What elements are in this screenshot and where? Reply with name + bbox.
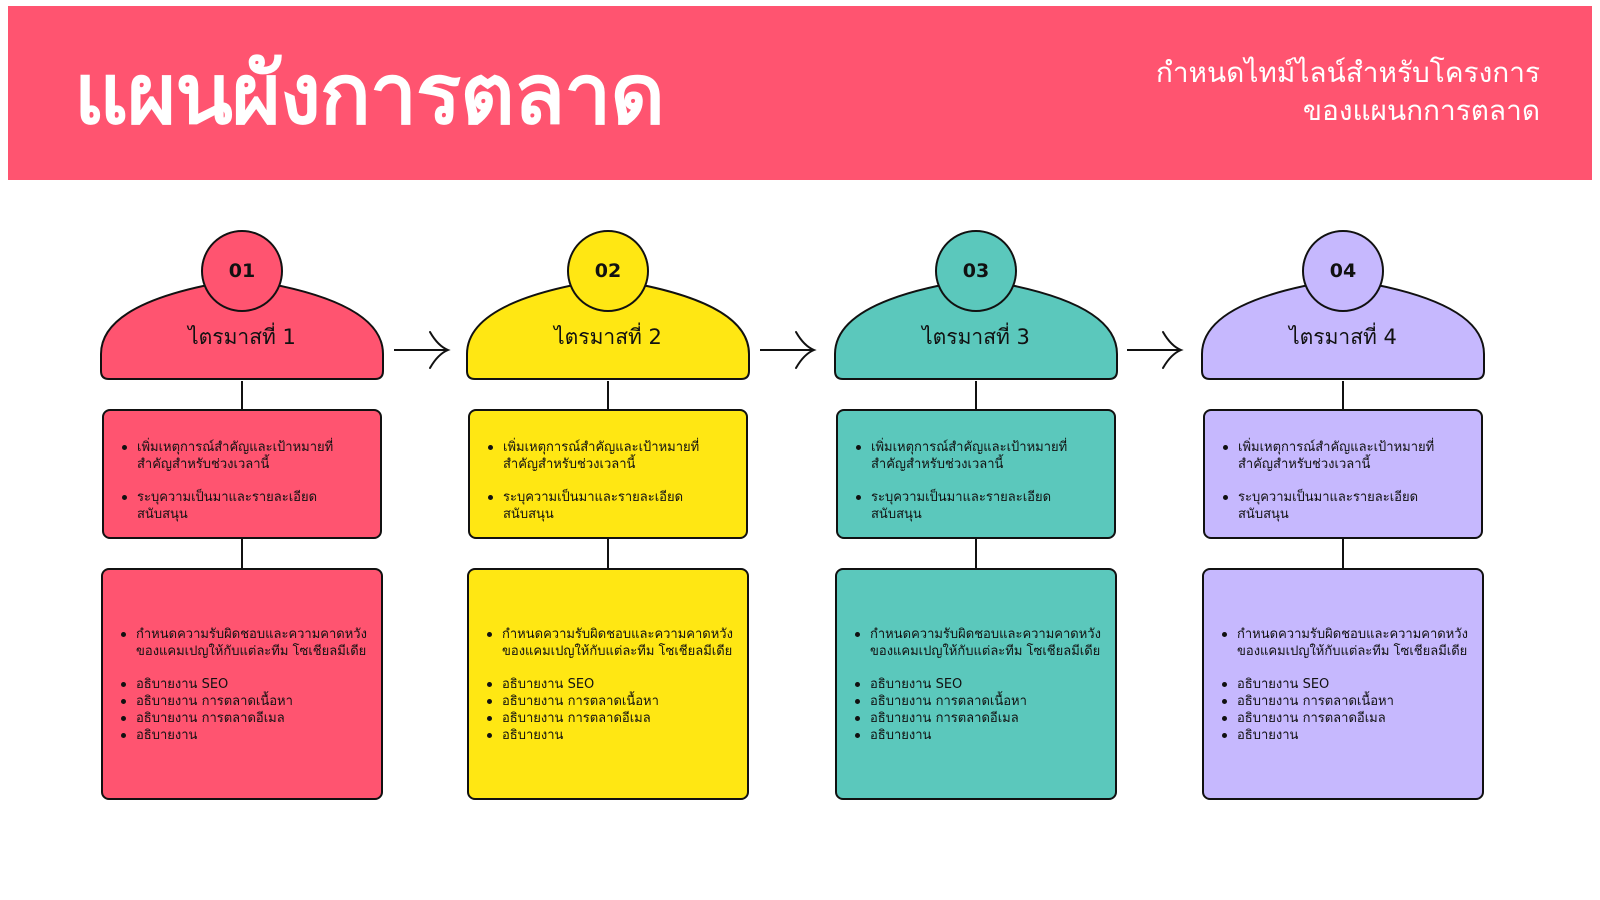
subtitle-line-1: กำหนดไทม์ไลน์สำหรับโครงการ [1155, 56, 1540, 89]
milestone-item: ระบุความเป็นมาและรายละเอียดสนับสนุน [488, 489, 732, 523]
connector-line [975, 539, 977, 568]
connector-line [241, 381, 243, 409]
responsibilities-list: กำหนดความรับผิดชอบและความคาดหวังของแคมเป… [487, 626, 735, 744]
task-item: อธิบายงาน [855, 727, 1103, 744]
connector-line [607, 381, 609, 409]
quarter-column-3: 03 ไตรมาสที่ 3 เพิ่มเหตุการณ์สำคัญและเป้… [834, 228, 1118, 802]
task-item: อธิบายงาน SEO [1222, 676, 1470, 693]
number-circle [567, 230, 649, 312]
milestone-item: ระบุความเป็นมาและรายละเอียดสนับสนุน [856, 489, 1100, 523]
arrow-right-icon [1127, 331, 1184, 369]
connector-line [241, 539, 243, 568]
task-item: อธิบายงาน [121, 727, 369, 744]
milestones-list: เพิ่มเหตุการณ์สำคัญและเป้าหมายที่สำคัญสำ… [488, 439, 732, 523]
responsibility-main-item: กำหนดความรับผิดชอบและความคาดหวังของแคมเป… [487, 626, 735, 660]
number-circle [935, 230, 1017, 312]
number-circle [201, 230, 283, 312]
responsibilities-box: กำหนดความรับผิดชอบและความคาดหวังของแคมเป… [1202, 568, 1484, 800]
arrow-right-icon [394, 331, 451, 369]
quarter-number: 01 [228, 260, 256, 282]
task-item: อธิบายงาน SEO [855, 676, 1103, 693]
connector-line [1342, 539, 1344, 568]
milestone-item: เพิ่มเหตุการณ์สำคัญและเป้าหมายที่สำคัญสำ… [1223, 439, 1467, 473]
quarter-dome-shape [834, 230, 1118, 380]
connector-line [1342, 381, 1344, 409]
connector-line [975, 381, 977, 409]
task-item: อธิบายงาน SEO [121, 676, 369, 693]
subtitle-line-2: ของแผนกการตลาด [1302, 94, 1540, 127]
quarter-title: ไตรมาสที่ 4 [1289, 325, 1397, 349]
dome-fill [100, 277, 384, 380]
task-item: อธิบายงาน การตลาดเนื้อหา [487, 693, 735, 710]
milestones-box: เพิ่มเหตุการณ์สำคัญและเป้าหมายที่สำคัญสำ… [102, 409, 382, 539]
responsibilities-box: กำหนดความรับผิดชอบและความคาดหวังของแคมเป… [101, 568, 383, 800]
dome-fill [1201, 277, 1485, 380]
quarter-dome-shape [100, 230, 384, 380]
quarter-dome-shape [466, 230, 750, 380]
task-item: อธิบายงาน [1222, 727, 1470, 744]
responsibilities-box: กำหนดความรับผิดชอบและความคาดหวังของแคมเป… [467, 568, 749, 800]
responsibilities-list: กำหนดความรับผิดชอบและความคาดหวังของแคมเป… [1222, 626, 1470, 744]
quarter-number: 02 [594, 260, 622, 282]
milestones-list: เพิ่มเหตุการณ์สำคัญและเป้าหมายที่สำคัญสำ… [122, 439, 366, 523]
responsibility-main-item: กำหนดความรับผิดชอบและความคาดหวังของแคมเป… [121, 626, 369, 660]
responsibilities-box: กำหนดความรับผิดชอบและความคาดหวังของแคมเป… [835, 568, 1117, 800]
milestone-item: เพิ่มเหตุการณ์สำคัญและเป้าหมายที่สำคัญสำ… [488, 439, 732, 473]
header-banner: แผนผังการตลาด กำหนดไทม์ไลน์สำหรับโครงการ… [8, 6, 1592, 180]
quarter-column-4: 04 ไตรมาสที่ 4 เพิ่มเหตุการณ์สำคัญและเป้… [1201, 228, 1485, 802]
number-circle [1302, 230, 1384, 312]
milestones-box: เพิ่มเหตุการณ์สำคัญและเป้าหมายที่สำคัญสำ… [836, 409, 1116, 539]
milestones-box: เพิ่มเหตุการณ์สำคัญและเป้าหมายที่สำคัญสำ… [1203, 409, 1483, 539]
dome-fill [834, 277, 1118, 380]
task-item: อธิบายงาน การตลาดเนื้อหา [855, 693, 1103, 710]
page-title: แผนผังการตลาด [74, 45, 665, 143]
task-item: อธิบายงาน การตลาดอีเมล [1222, 710, 1470, 727]
task-item: อธิบายงาน การตลาดอีเมล [487, 710, 735, 727]
milestone-item: เพิ่มเหตุการณ์สำคัญและเป้าหมายที่สำคัญสำ… [122, 439, 366, 473]
milestone-item: เพิ่มเหตุการณ์สำคัญและเป้าหมายที่สำคัญสำ… [856, 439, 1100, 473]
responsibility-main-item: กำหนดความรับผิดชอบและความคาดหวังของแคมเป… [855, 626, 1103, 660]
responsibilities-list: กำหนดความรับผิดชอบและความคาดหวังของแคมเป… [121, 626, 369, 744]
milestone-item: ระบุความเป็นมาและรายละเอียดสนับสนุน [122, 489, 366, 523]
quarter-dome-shape [1201, 230, 1485, 380]
task-item: อธิบายงาน การตลาดอีเมล [121, 710, 369, 727]
responsibility-main-item: กำหนดความรับผิดชอบและความคาดหวังของแคมเป… [1222, 626, 1470, 660]
quarter-number: 04 [1329, 260, 1357, 282]
milestone-item: ระบุความเป็นมาและรายละเอียดสนับสนุน [1223, 489, 1467, 523]
task-item: อธิบายงาน SEO [487, 676, 735, 693]
connector-line [607, 539, 609, 568]
task-item: อธิบายงาน การตลาดอีเมล [855, 710, 1103, 727]
responsibilities-list: กำหนดความรับผิดชอบและความคาดหวังของแคมเป… [855, 626, 1103, 744]
task-item: อธิบายงาน การตลาดเนื้อหา [121, 693, 369, 710]
quarter-number: 03 [962, 260, 990, 282]
page-subtitle: กำหนดไทม์ไลน์สำหรับโครงการ ของแผนกการตลา… [980, 54, 1540, 130]
milestones-list: เพิ่มเหตุการณ์สำคัญและเป้าหมายที่สำคัญสำ… [856, 439, 1100, 523]
quarter-title: ไตรมาสที่ 2 [554, 325, 662, 349]
quarter-title: ไตรมาสที่ 3 [922, 325, 1030, 349]
task-item: อธิบายงาน [487, 727, 735, 744]
dome-fill [466, 277, 750, 380]
quarter-column-1: 01 ไตรมาสที่ 1 เพิ่มเหตุการณ์สำคัญและเป้… [100, 228, 384, 802]
quarter-title: ไตรมาสที่ 1 [188, 325, 296, 349]
milestones-box: เพิ่มเหตุการณ์สำคัญและเป้าหมายที่สำคัญสำ… [468, 409, 748, 539]
milestones-list: เพิ่มเหตุการณ์สำคัญและเป้าหมายที่สำคัญสำ… [1223, 439, 1467, 523]
task-item: อธิบายงาน การตลาดเนื้อหา [1222, 693, 1470, 710]
quarter-column-2: 02 ไตรมาสที่ 2 เพิ่มเหตุการณ์สำคัญและเป้… [466, 228, 750, 802]
arrow-right-icon [760, 331, 817, 369]
